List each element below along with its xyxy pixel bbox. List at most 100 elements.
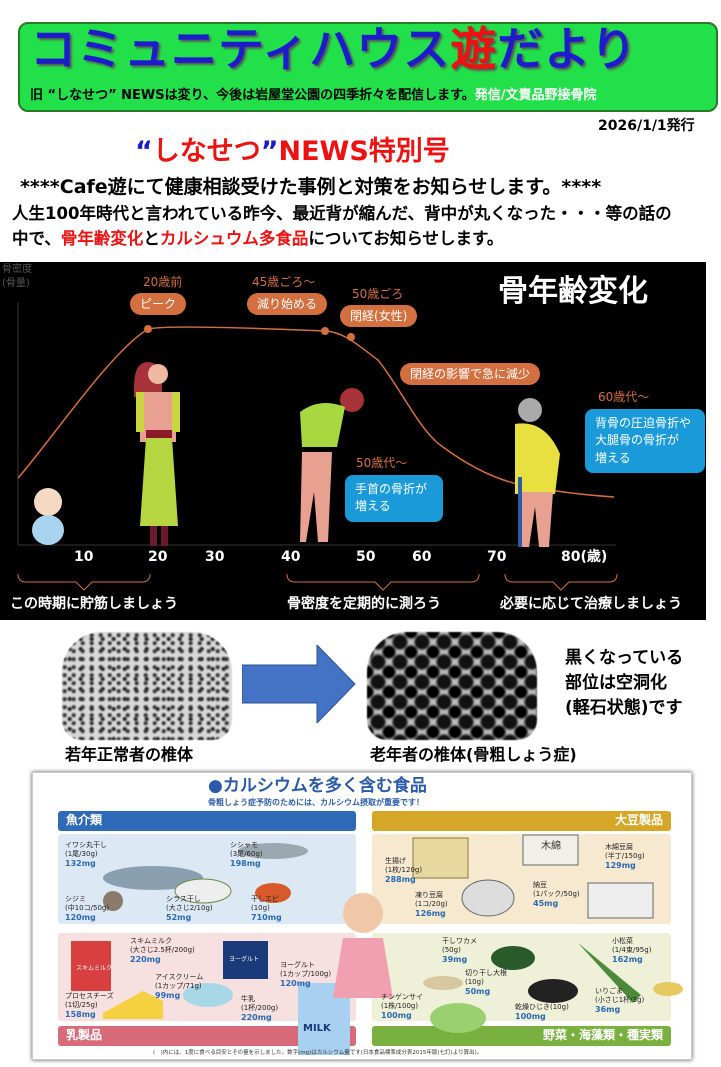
- highlight-bone-age: 骨年齢変化: [60, 229, 144, 248]
- text: についてお知らせします。: [308, 229, 504, 248]
- middle-aged-woman-figure: [300, 388, 364, 542]
- y-label-line: (骨量): [2, 278, 30, 289]
- hijiki: [528, 979, 578, 1003]
- text: 背骨の圧迫骨折や: [595, 416, 692, 430]
- section-fish-header: 魚介類: [58, 811, 356, 831]
- food-portion: (1カップ/71g): [155, 981, 202, 990]
- food-item: 牛乳(1杯/200g)220mg: [241, 995, 278, 1023]
- wakame: [491, 946, 535, 970]
- food-portion: (1枚/120g): [385, 865, 423, 874]
- baby-figure: [32, 488, 64, 545]
- age-50s-label: 50歳代〜: [356, 456, 408, 470]
- fried-tofu: [412, 837, 469, 879]
- lead-line: ****Cafe遊にて健康相談受けた事例と対策をお知らせします。****: [20, 176, 602, 198]
- food-calcium: 220mg: [241, 1012, 272, 1022]
- food-calcium: 120mg: [280, 978, 311, 988]
- shirasu: [174, 878, 232, 904]
- bone-density-curve: [17, 302, 618, 591]
- bok-choy: [430, 1003, 486, 1033]
- special-name: しなせつ: [152, 136, 261, 167]
- food-item: 生揚げ(1枚/120g)288mg: [385, 857, 422, 885]
- peak-age-label: 20歳前: [143, 275, 183, 289]
- food-portion: (1カップ/100g): [280, 969, 332, 978]
- x-tick: 80(歳): [561, 549, 608, 565]
- bone-note-line: 黒くなっている: [565, 648, 684, 668]
- arrow-right-icon: [242, 645, 356, 723]
- publisher: 発信/文責品野接骨院: [474, 88, 597, 103]
- food-name: 凍り豆腐: [415, 891, 443, 899]
- food-name: スキムミルク: [130, 937, 172, 945]
- food-portion: (10g): [465, 977, 484, 986]
- food-calcium: 220mg: [130, 954, 161, 964]
- x-tick: 20: [148, 549, 168, 565]
- food-calcium: 39mg: [442, 954, 468, 964]
- tofu-pack: [522, 834, 579, 866]
- food-item: 乾燥ひじき(10g)100mg: [515, 1003, 569, 1022]
- yogurt-lid-label: ヨーグルト: [229, 956, 260, 963]
- food-name: シジミ: [65, 895, 86, 903]
- food-item: いりごま(小さじ1杯/3g)36mg: [595, 987, 644, 1015]
- masthead-banner: [18, 22, 718, 112]
- intro-line-1: 人生100年時代と言われている昨今、最近背が縮んだ、背中が丸くなった・・・等の話…: [12, 204, 672, 223]
- menopause-bubble: 閉経(女性): [340, 305, 418, 328]
- text: 増える: [355, 499, 391, 514]
- issue-date: 2026/1/1発行: [598, 118, 695, 134]
- food-item: ヨーグルト(1カップ/100g)120mg: [280, 961, 331, 989]
- natto-pack: [587, 882, 654, 919]
- advice-youth: この時期に貯筋しましょう: [10, 596, 178, 612]
- food-calcium: 50mg: [465, 986, 491, 996]
- title-main: コミュニティハウス: [30, 22, 451, 76]
- young-vertebra-image: [62, 632, 232, 740]
- food-portion: (中10コ/50g): [65, 903, 110, 912]
- food-item: 干しワカメ(50g)39mg: [442, 937, 477, 965]
- food-calcium: 100mg: [515, 1011, 546, 1021]
- food-item: 小松菜(1/4束/95g)162mg: [612, 937, 651, 965]
- food-calcium: 126mg: [415, 908, 446, 918]
- special-rest: NEWS特別号: [278, 136, 450, 167]
- food-item: プロセスチーズ(1切/25g)158mg: [65, 992, 114, 1020]
- food-calcium: 45mg: [533, 898, 559, 908]
- cook-woman: [343, 893, 383, 933]
- age-60s-label: 60歳代〜: [598, 390, 650, 404]
- food-item: アイスクリーム(1カップ/71g)99mg: [155, 973, 203, 1001]
- wrist-fracture-box: 手首の骨折が増える: [345, 475, 443, 522]
- food-name: 牛乳: [241, 995, 255, 1003]
- food-poster-title: ●カルシウムを多く含む食品: [208, 776, 427, 796]
- food-portion: (1尾/30g): [65, 849, 98, 858]
- highlight-calcium-food: カルシュウム多食品: [159, 229, 309, 248]
- chart-title: 骨年齢変化: [498, 274, 648, 309]
- rapid-drop-bubble: 閉経の影響で急に減少: [400, 363, 541, 386]
- food-name: シラス干し: [166, 895, 201, 903]
- food-name: ヨーグルト: [280, 961, 315, 969]
- food-poster-subtitle: 骨粗しょう症予防のためには、カルシウム摂取が重要です！: [208, 798, 424, 807]
- y-label-line: 骨密度: [2, 264, 32, 275]
- peak-bubble: ピーク: [130, 293, 187, 316]
- skim-milk-pack: [71, 941, 111, 991]
- food-name: 干しエビ: [251, 895, 279, 903]
- milk-carton-label: MILK: [303, 1023, 331, 1034]
- text: 増える: [595, 450, 631, 465]
- food-name: イワシ丸干し: [65, 841, 107, 849]
- shrimp: [255, 883, 291, 903]
- food-calcium: 288mg: [385, 874, 416, 884]
- spine-fracture-box: 背骨の圧迫骨折や大腿骨の骨折が増える: [585, 409, 705, 474]
- food-portion: (1切/25g): [65, 1000, 98, 1009]
- food-item: 納豆(1パック/50g)45mg: [533, 881, 580, 909]
- elderly-vertebra-caption: 老年者の椎体(骨粗しょう症): [370, 745, 577, 764]
- food-calcium: 100mg: [381, 1010, 412, 1020]
- elderly-vertebra-image: [367, 632, 537, 740]
- section-dairy-header: 乳製品: [58, 1026, 356, 1046]
- frozen-tofu-bowl: [461, 879, 515, 917]
- food-item: イワシ丸干し(1尾/30g)132mg: [65, 841, 107, 869]
- food-portion: (3尾/60g): [230, 849, 263, 858]
- sesame-spoon: [653, 982, 683, 996]
- food-footnote: ( )内には、1度に食べる目安とその量を示しました。数字(mg)はカルシウム量で…: [153, 1050, 483, 1056]
- x-tick: 40: [281, 549, 301, 565]
- food-calcium: 129mg: [605, 860, 636, 870]
- banner-subtitle: 旧 “しなせつ” NEWSは変り、今後は岩屋堂公園の四季折々を配信します。発信/…: [30, 88, 597, 104]
- food-item: 切り干し大根(10g)50mg: [465, 969, 507, 997]
- food-portion: (大さじ2/10g): [166, 903, 213, 912]
- food-name: 干しワカメ: [442, 937, 477, 945]
- elderly-woman-figure: [515, 398, 560, 547]
- quote-open: “: [135, 136, 153, 167]
